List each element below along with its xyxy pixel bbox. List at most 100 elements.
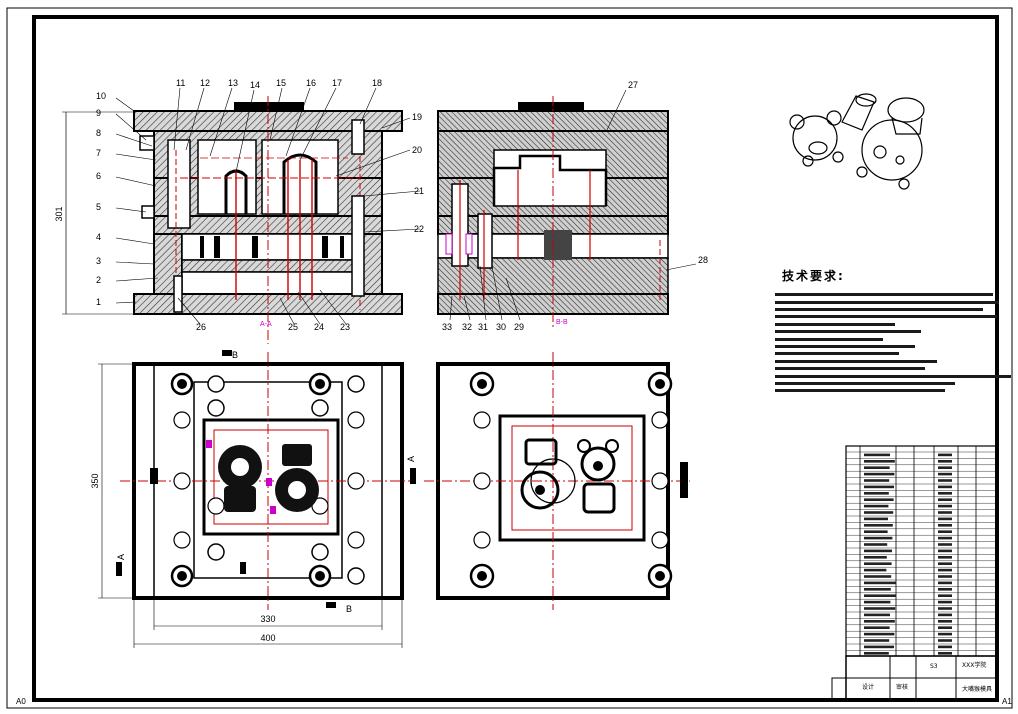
callout-21: 21 — [414, 186, 424, 196]
parts-list-entry — [938, 530, 952, 533]
parts-list-entry — [938, 607, 952, 610]
dim-plan-inner-width: 330 — [260, 614, 275, 624]
parts-list-entry — [864, 652, 889, 655]
parts-list-entry — [938, 594, 952, 597]
front-leaders-left — [115, 97, 159, 304]
tech-requirements-title: 技术要求: — [782, 269, 845, 283]
tech-note-line — [775, 323, 1015, 334]
parts-list-entry — [864, 556, 887, 559]
callout-8: 8 — [96, 128, 101, 138]
parts-list-entry — [864, 581, 896, 585]
callout-18: 18 — [372, 78, 382, 88]
parts-list-entry — [938, 466, 952, 469]
cut-label-a-left: A — [116, 554, 126, 560]
parts-list-entry — [938, 562, 952, 565]
tech-note-line — [775, 338, 1015, 348]
side-leaders — [449, 89, 697, 321]
title-block-cell: S3 — [930, 663, 938, 670]
parts-list-entry — [864, 645, 894, 649]
tech-note-line — [775, 330, 1015, 341]
title-block — [831, 655, 997, 701]
parts-list-entry — [864, 504, 889, 508]
callout-14: 14 — [250, 80, 260, 90]
parts-list-entry — [938, 652, 952, 655]
callout-6: 6 — [96, 171, 101, 181]
parts-list-entry — [864, 632, 895, 636]
parts-list-entry — [864, 485, 894, 489]
tech-note-line — [775, 293, 1015, 304]
title-block-cell: 设计 — [862, 684, 875, 691]
front-section-view: 301 — [54, 96, 403, 344]
callout-16: 16 — [306, 78, 316, 88]
parts-list-entry — [864, 466, 890, 469]
callout-9: 9 — [96, 108, 101, 118]
tech-requirements-notes — [775, 286, 1015, 393]
callout-5: 5 — [96, 202, 101, 212]
tech-note-line — [775, 382, 1015, 393]
section-mark-aa: A-A — [260, 321, 272, 328]
parts-list-entry — [864, 524, 893, 527]
front-leaders-right — [335, 117, 421, 233]
parts-list-entry — [938, 639, 952, 642]
parts-list-entry — [938, 543, 952, 546]
parts-list-entry — [864, 549, 892, 553]
outer-border — [6, 7, 1013, 709]
section-mark-bb: B-B — [556, 319, 568, 326]
parts-list-entry — [938, 460, 952, 463]
callout-20: 20 — [412, 145, 422, 155]
parts-list-entry — [864, 543, 888, 546]
parts-list-entry — [864, 575, 892, 578]
parts-list-entry — [864, 607, 896, 610]
callout-24: 24 — [314, 322, 324, 332]
sheet-corner-left: A0 — [16, 697, 26, 706]
callout-28: 28 — [698, 255, 708, 265]
parts-list-entry — [864, 613, 890, 617]
title-block-cell: 大嘴猴模具 — [962, 686, 993, 693]
parts-list-entry — [938, 588, 952, 591]
inner-border — [32, 15, 999, 702]
tech-note-line — [775, 345, 1015, 356]
parts-list-entry — [864, 530, 888, 533]
callout-30: 30 — [496, 322, 506, 332]
parts-list-entry — [864, 492, 889, 495]
callout-7: 7 — [96, 148, 101, 158]
parts-list-entry — [938, 556, 952, 559]
parts-list-entry — [938, 504, 952, 508]
cut-label-b-bottom: B — [346, 604, 352, 614]
tech-note-line — [775, 375, 1015, 385]
parts-list-entry — [938, 549, 952, 553]
parts-list-entry — [938, 620, 952, 623]
front-leaders-top — [173, 87, 377, 173]
callout-13: 13 — [228, 78, 238, 88]
side-section-view — [437, 96, 669, 330]
plan-view-right — [424, 352, 690, 610]
parts-list-entry — [938, 472, 952, 476]
parts-list-entry — [938, 600, 952, 604]
callout-10: 10 — [96, 91, 106, 101]
side-callouts: 27 28 33 32 31 30 29 B-B — [442, 80, 708, 332]
callout-33: 33 — [442, 322, 452, 332]
callout-29: 29 — [514, 322, 524, 332]
parts-list-entry — [938, 453, 952, 457]
front-leaders-bottom — [177, 289, 347, 325]
dim-plan-outer-width: 400 — [260, 633, 275, 643]
parts-list-entry — [938, 524, 952, 527]
dim-height-front: 301 — [54, 206, 64, 221]
parts-list-entry — [864, 594, 896, 597]
callout-15: 15 — [276, 78, 286, 88]
plan-dims — [98, 363, 403, 648]
callout-31: 31 — [478, 322, 488, 332]
callout-1: 1 — [96, 297, 101, 307]
callout-3: 3 — [96, 256, 101, 266]
callout-11: 11 — [176, 78, 185, 88]
parts-list-entry — [938, 479, 952, 482]
callout-12: 12 — [200, 78, 210, 88]
tech-note-line — [775, 316, 1015, 326]
tech-note-line — [775, 367, 1015, 378]
tech-note-line — [775, 301, 1015, 312]
parts-list-entry — [938, 517, 952, 521]
title-block-cell: 审核 — [896, 684, 909, 691]
parts-list-entry — [864, 626, 890, 629]
callout-32: 32 — [462, 322, 472, 332]
